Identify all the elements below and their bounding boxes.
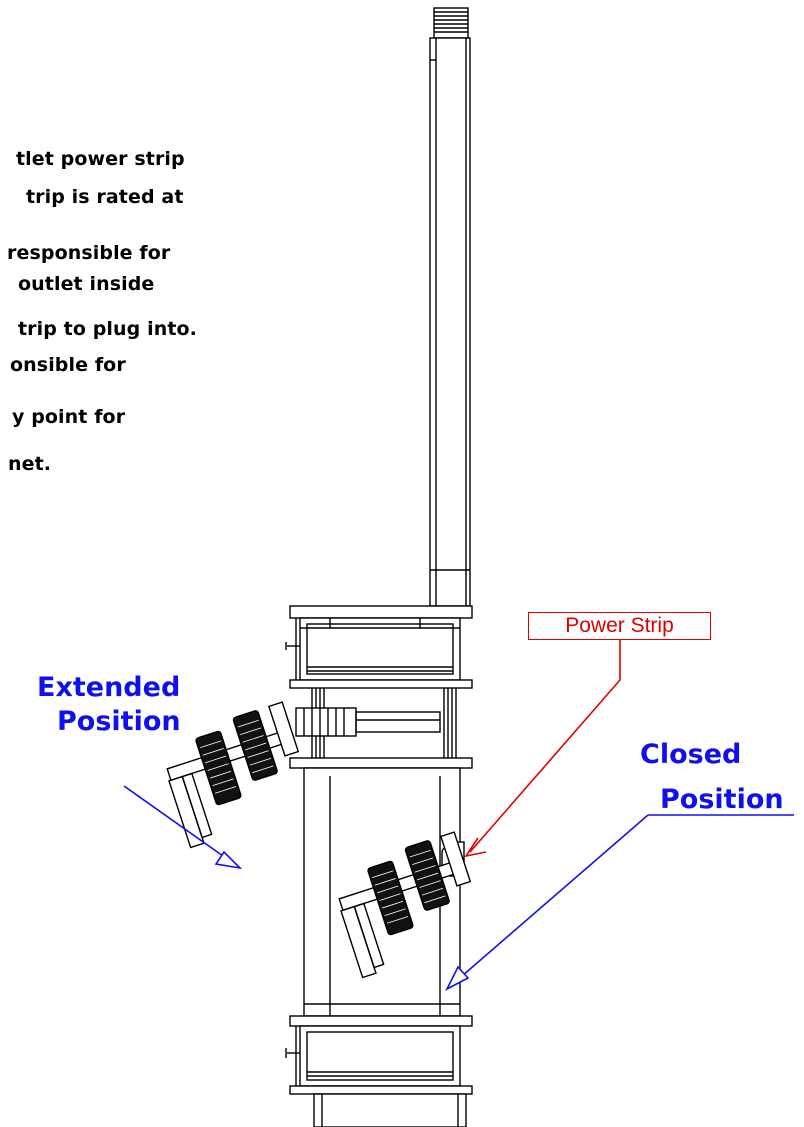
power-strip-leader — [464, 640, 621, 858]
note-line: onsible for — [10, 354, 126, 376]
lower-shelf — [285, 1015, 473, 1127]
note-line: responsible for — [7, 242, 171, 264]
keyboard-tray-closed — [338, 831, 472, 979]
note-line: trip is rated at — [26, 186, 184, 208]
power-strip-label: Power Strip — [528, 612, 711, 640]
note-line: outlet inside — [18, 273, 155, 295]
extended-position-label-line2: Position — [57, 706, 181, 737]
keyboard-tray-extended — [166, 701, 300, 849]
note-line: tlet power strip — [16, 148, 185, 170]
upper-shelf — [285, 605, 473, 689]
column-top-cap — [433, 7, 469, 39]
closed-position-label-line2: Position — [660, 784, 784, 815]
extended-position-arrow — [123, 785, 243, 870]
column-pole — [429, 37, 471, 607]
extended-position-label-line1: Extended — [37, 672, 181, 703]
closed-position-label-line1: Closed — [640, 739, 742, 770]
note-line: trip to plug into. — [18, 318, 197, 340]
note-line: y point for — [12, 406, 126, 428]
lift-mechanism — [295, 688, 457, 758]
closed-position-arrow — [445, 814, 794, 991]
note-line: net. — [8, 453, 52, 475]
